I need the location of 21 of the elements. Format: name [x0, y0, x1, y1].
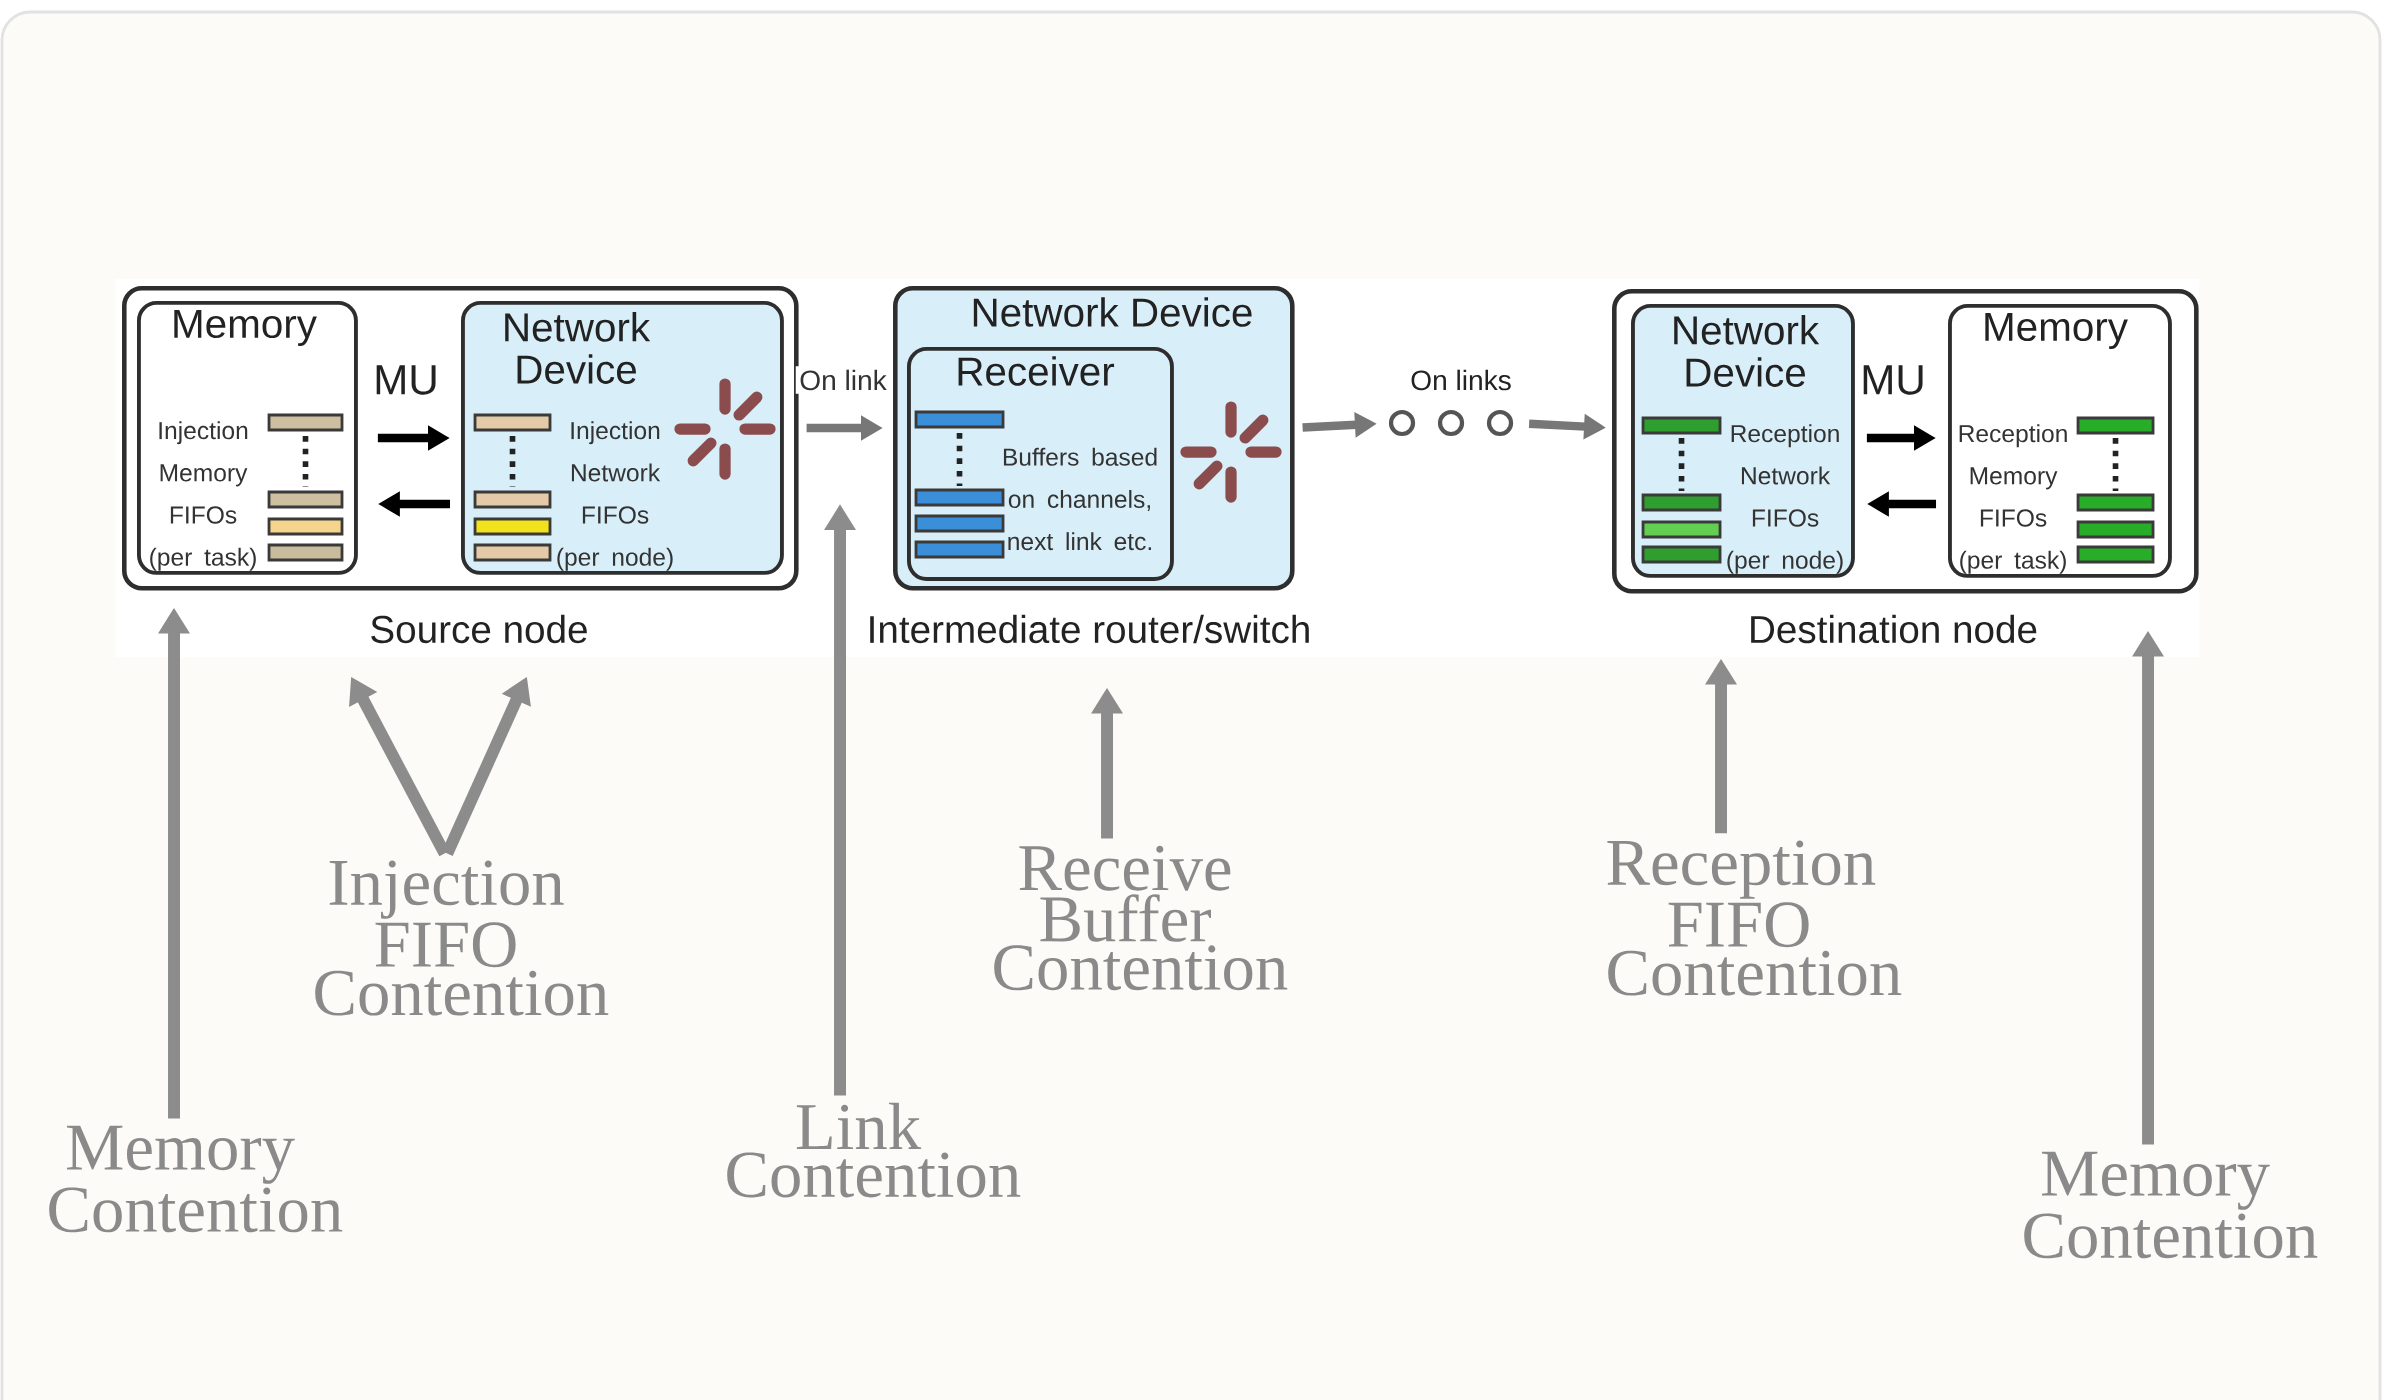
annotation-text: Memory Contention — [49, 1125, 343, 1233]
text-label: MU — [376, 365, 436, 395]
node-caption: Intermediate router/switch — [870, 614, 1309, 644]
annotation-text: Injection FIFO Contention — [315, 860, 609, 1016]
edge-label: On link — [795, 366, 891, 394]
annotation-text: Reception FIFO Contention — [1607, 840, 1902, 996]
annotation-text: Link Contention — [727, 1102, 1021, 1198]
receiver-box: Receiver Buffers based on channels, next link etc. — [907, 347, 1174, 581]
relay-circle — [1388, 409, 1416, 437]
relay-circle — [1437, 409, 1465, 437]
network-device-box: Network Device Reception Network FIFOs (per node) — [1631, 304, 1855, 578]
node-label: Source node — [371, 614, 587, 644]
memory-box: Memory Reception Memory FIFOs (per task) — [1948, 304, 2172, 578]
annotation-text: Memory Contention — [2024, 1151, 2318, 1259]
text-label: On links — [1411, 369, 1511, 391]
node-label: Destination node — [1751, 614, 2037, 644]
annotation-text: Receive Buffer Contention — [994, 845, 1288, 991]
memory-box: Memory Injection Memory FIFOs (per task) — [137, 301, 358, 575]
text-label: MU — [1863, 365, 1923, 395]
relay-circle — [1486, 409, 1514, 437]
network-device-box: Network Device Injection Network FIFOs (per node) — [461, 301, 784, 575]
